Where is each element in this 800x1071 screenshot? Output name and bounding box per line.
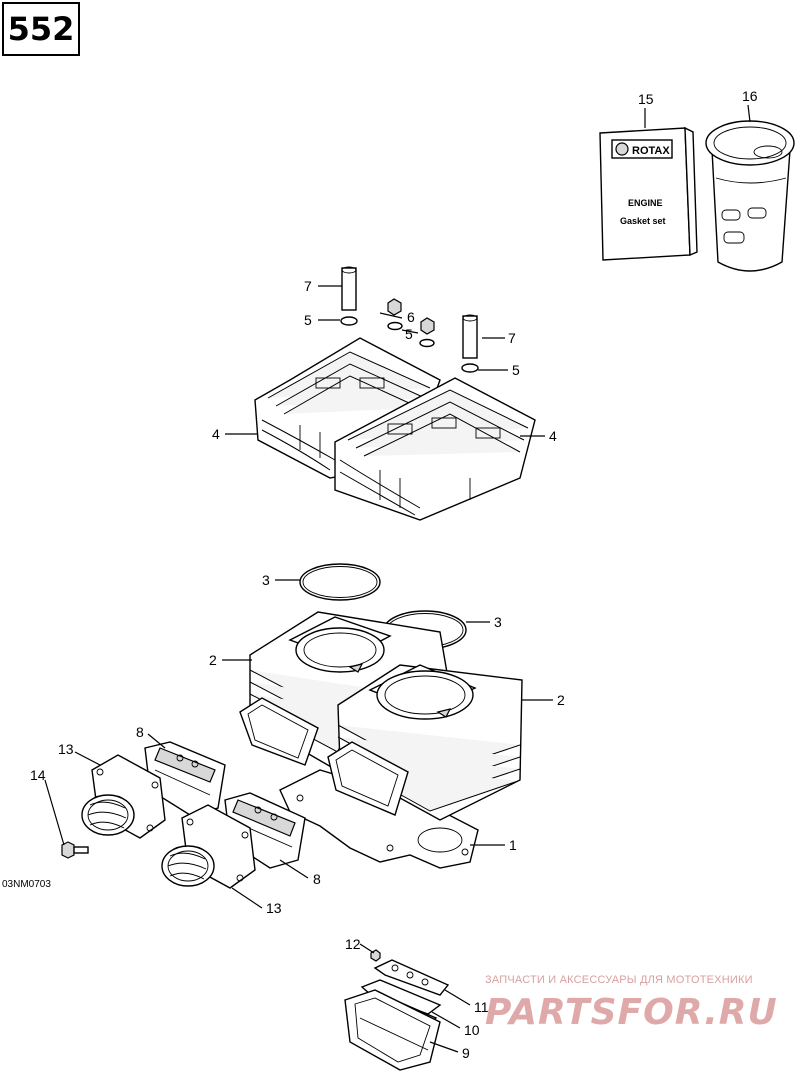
reed-stopper: [373, 959, 450, 996]
gasket-set-booklet: ROTAX ENGINE Gasket set: [599, 126, 698, 261]
callout-15: 15: [638, 91, 654, 107]
spacer-left: [341, 266, 357, 311]
callout-7-right: 7: [508, 330, 516, 346]
callout-6: 6: [407, 309, 415, 325]
callout-1: 1: [509, 837, 517, 853]
cylinder-right: [337, 664, 523, 821]
callout-13-upper: 13: [58, 741, 74, 757]
callout-2-left: 2: [209, 652, 217, 668]
base-gasket: [279, 769, 479, 869]
washer-4: [461, 363, 479, 373]
callout-8-lower: 8: [313, 871, 321, 887]
intake-manifold-lower: [161, 804, 256, 889]
model-number-box: 552: [2, 2, 80, 56]
nut-right: [420, 317, 435, 335]
washer-2: [387, 321, 403, 331]
callout-8-upper: 8: [136, 724, 144, 740]
reed-cage: [344, 989, 441, 1071]
callout-10: 10: [464, 1022, 480, 1038]
watermark-tagline: ЗАПЧАСТИ И АКСЕССУАРЫ ДЛЯ МОТОТЕХНИКИ: [485, 974, 753, 986]
spacer-right: [462, 314, 478, 359]
booklet-line2: Gasket set: [620, 216, 666, 226]
rotax-emblem-icon: [615, 142, 629, 156]
cylinder-head-right: [334, 377, 536, 521]
callout-3-right: 3: [494, 614, 502, 630]
booklet-line1: ENGINE: [628, 198, 663, 208]
callout-14: 14: [30, 767, 46, 783]
reference-code: 03NM0703: [2, 879, 51, 890]
o-ring-left: [299, 563, 381, 601]
callout-4-right: 4: [549, 428, 557, 444]
callout-5-right: 5: [512, 362, 520, 378]
callout-2-right: 2: [557, 692, 565, 708]
callout-5-center: 5: [405, 326, 413, 342]
callout-3-left: 3: [262, 572, 270, 588]
watermark-logo: PARTSFOR.RU: [485, 992, 778, 1033]
washer-3: [419, 338, 435, 348]
model-number: 552: [7, 10, 75, 48]
callout-13-lower: 13: [266, 900, 282, 916]
washer-1: [340, 316, 358, 326]
callout-16: 16: [742, 88, 758, 104]
nut-left: [387, 298, 402, 316]
callout-7-left: 7: [304, 278, 312, 294]
callout-12: 12: [345, 936, 361, 952]
booklet-brand: ROTAX: [632, 145, 670, 157]
rotax-logo-box: [611, 139, 673, 159]
intake-port-left: [239, 697, 319, 766]
cylinder-sleeve: [705, 120, 795, 272]
callout-4-left: 4: [212, 426, 220, 442]
callout-9: 9: [462, 1045, 470, 1061]
intake-manifold-upper: [81, 754, 166, 839]
intake-port-right: [327, 741, 409, 816]
callout-11: 11: [474, 999, 489, 1015]
bolt: [61, 841, 89, 859]
callout-5-left: 5: [304, 312, 312, 328]
